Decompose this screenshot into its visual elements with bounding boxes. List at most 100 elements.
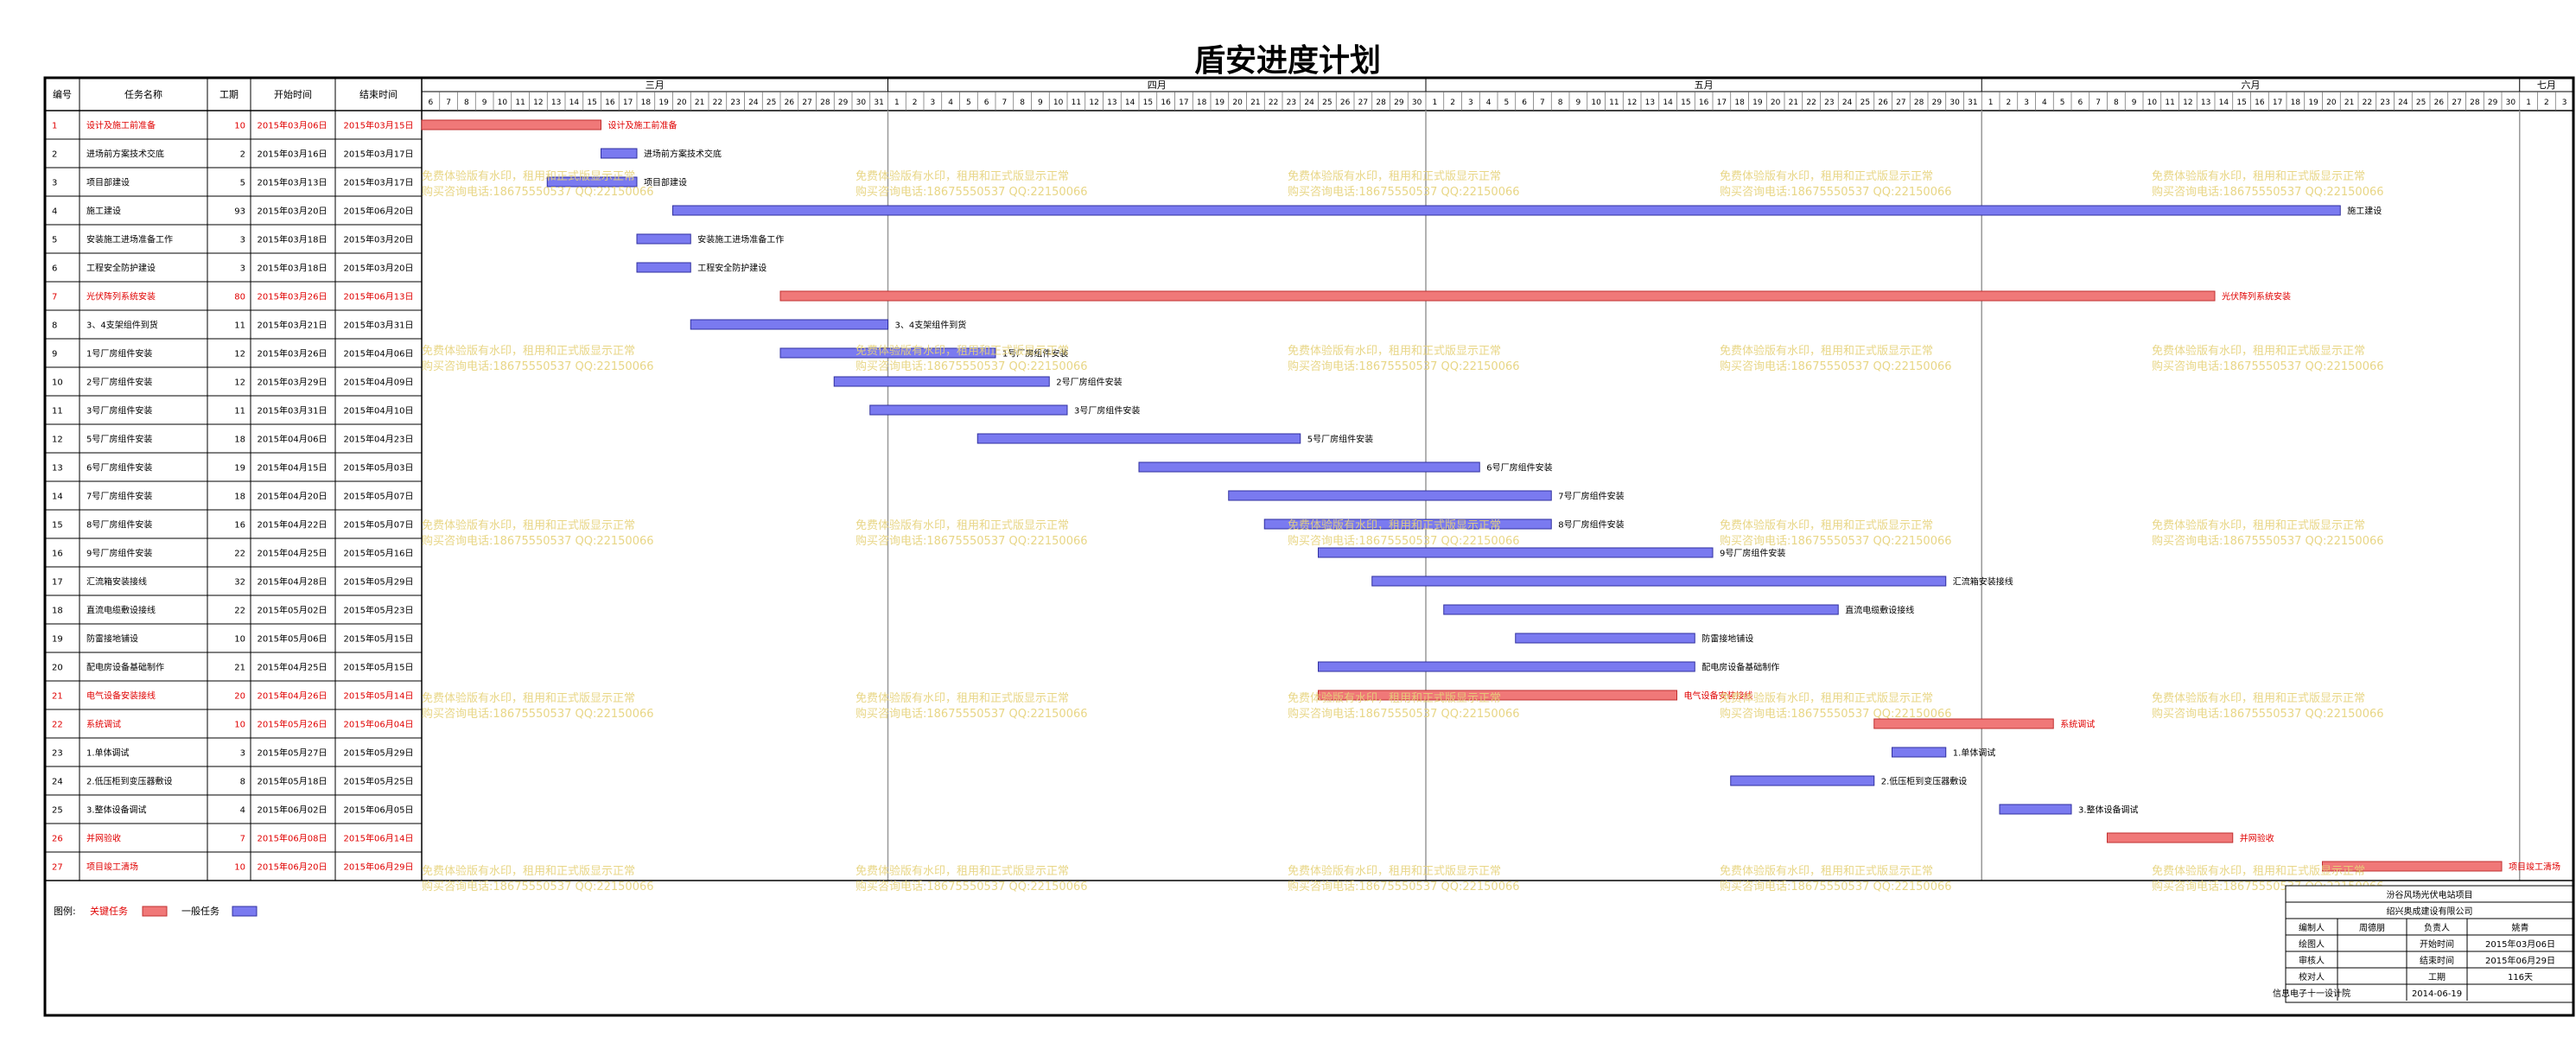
task-start: 2015年06月08日 — [258, 833, 328, 844]
watermark-line2: 购买咨询电话:18675550537 QQ:22150066 — [1288, 185, 1520, 199]
watermark-line2: 购买咨询电话:18675550537 QQ:22150066 — [1720, 707, 1952, 721]
watermark-line1: 免费体验版有水印，租用和正式版显示正常 — [422, 169, 635, 183]
task-name: 工程安全防护建设 — [86, 263, 156, 274]
day-label: 7 — [1002, 99, 1008, 107]
day-label: 13 — [551, 99, 561, 107]
task-start: 2015年03月31日 — [258, 405, 328, 417]
day-label: 4 — [2042, 99, 2047, 107]
task-duration: 8 — [240, 778, 245, 787]
task-start: 2015年04月15日 — [258, 462, 328, 474]
task-end: 2015年06月05日 — [344, 805, 414, 816]
task-id: 11 — [52, 407, 63, 417]
task-id: 1 — [52, 122, 57, 131]
task-name: 施工建设 — [86, 206, 121, 217]
day-label: 7 — [446, 99, 451, 107]
task-end: 2015年03月15日 — [344, 120, 414, 131]
info-cell: 工期 — [2428, 972, 2446, 983]
day-label: 12 — [1089, 99, 1098, 107]
watermark-line2: 购买咨询电话:18675550537 QQ:22150066 — [855, 534, 1088, 548]
task-bar-label: 5号厂房组件安装 — [1307, 434, 1373, 445]
task-name: 项目竣工清场 — [86, 862, 138, 873]
task-bar-label: 光伏阵列系统安装 — [2222, 291, 2291, 302]
task-bar-label: 进场前方案技术交底 — [644, 149, 722, 160]
task-end: 2015年05月25日 — [344, 776, 414, 787]
day-label: 26 — [785, 99, 795, 107]
task-start: 2015年03月26日 — [258, 348, 328, 359]
task-start: 2015年04月22日 — [258, 519, 328, 531]
month-label: 七月 — [2537, 79, 2556, 91]
watermark-line1: 免费体验版有水印，租用和正式版显示正常 — [855, 518, 1069, 532]
task-bar — [690, 319, 888, 330]
task-id: 4 — [52, 207, 57, 217]
watermark-line2: 购买咨询电话:18675550537 QQ:22150066 — [422, 880, 654, 894]
task-name: 3.整体设备调试 — [86, 805, 147, 816]
task-end: 2015年05月14日 — [344, 690, 414, 702]
task-end: 2015年05月07日 — [344, 519, 414, 531]
task-start: 2015年03月29日 — [258, 377, 328, 388]
watermark-line1: 免费体验版有水印，租用和正式版显示正常 — [1720, 344, 1933, 358]
task-duration: 20 — [234, 692, 245, 702]
watermark-line2: 购买咨询电话:18675550537 QQ:22150066 — [422, 185, 654, 199]
task-id: 19 — [52, 635, 63, 645]
task-id: 10 — [52, 378, 63, 388]
day-label: 1 — [2526, 99, 2531, 107]
watermark-line1: 免费体验版有水印，租用和正式版显示正常 — [1720, 864, 1933, 878]
day-label: 16 — [1699, 99, 1709, 107]
day-label: 27 — [802, 99, 811, 107]
task-bar-label: 电气设备安装接线 — [1684, 690, 1753, 702]
task-bar — [779, 290, 2216, 302]
task-duration: 5 — [240, 179, 245, 188]
day-label: 11 — [1072, 99, 1081, 107]
task-name: 直流电缆敷设接线 — [86, 605, 156, 616]
task-duration: 18 — [234, 436, 245, 445]
task-start: 2015年05月26日 — [258, 719, 328, 730]
task-bar-label: 配电房设备基础制作 — [1701, 662, 1779, 673]
day-label: 10 — [2147, 99, 2158, 107]
watermark-line1: 免费体验版有水印，租用和正式版显示正常 — [1720, 518, 1933, 532]
day-label: 11 — [1609, 99, 1619, 107]
watermark-line2: 购买咨询电话:18675550537 QQ:22150066 — [1720, 534, 1952, 548]
day-label: 12 — [1627, 99, 1637, 107]
info-cell: 开始时间 — [2420, 938, 2454, 950]
task-bar — [1873, 718, 2054, 729]
task-name: 1.单体调试 — [86, 747, 130, 759]
task-id: 25 — [52, 806, 63, 816]
task-duration: 19 — [234, 464, 245, 474]
task-id: 24 — [52, 778, 63, 787]
task-name: 防雷接地铺设 — [86, 633, 138, 645]
task-start: 2015年03月06日 — [258, 120, 328, 131]
task-end: 2015年06月29日 — [344, 862, 414, 873]
column-header: 工期 — [219, 89, 239, 100]
task-bar — [1371, 576, 1947, 587]
task-name: 进场前方案技术交底 — [86, 149, 164, 160]
watermark-line1: 免费体验版有水印，租用和正式版显示正常 — [1720, 169, 1933, 183]
day-label: 21 — [695, 99, 704, 107]
info-cell: 2015年06月29日 — [2485, 955, 2555, 966]
task-id: 16 — [52, 550, 63, 559]
day-label: 31 — [874, 99, 883, 107]
task-name: 系统调试 — [86, 719, 121, 730]
day-label: 24 — [2398, 99, 2408, 107]
day-label: 31 — [1968, 99, 1977, 107]
task-bar-label: 2.低压柜到变压器敷设 — [1881, 776, 1968, 787]
day-label: 9 — [2132, 99, 2137, 107]
day-label: 7 — [2096, 99, 2101, 107]
task-end: 2015年05月16日 — [344, 548, 414, 559]
task-bar-label: 汇流箱安装接线 — [1953, 576, 2013, 588]
day-label: 25 — [1322, 99, 1332, 107]
day-label: 11 — [515, 99, 525, 107]
task-bar-label: 施工建设 — [2347, 206, 2382, 217]
day-label: 13 — [1107, 99, 1116, 107]
task-name: 电气设备安装接线 — [86, 690, 156, 702]
task-start: 2015年05月18日 — [258, 776, 328, 787]
day-label: 21 — [2344, 99, 2354, 107]
info-cell: 姚青 — [2512, 922, 2529, 933]
day-label: 15 — [587, 99, 596, 107]
info-project: 汾谷风场光伏电站项目 — [2387, 889, 2473, 900]
month-label: 五月 — [1695, 79, 1714, 91]
task-bar — [1730, 775, 1875, 786]
task-start: 2015年03月21日 — [258, 320, 328, 331]
watermark-line2: 购买咨询电话:18675550537 QQ:22150066 — [2152, 185, 2384, 199]
day-label: 10 — [1591, 99, 1601, 107]
